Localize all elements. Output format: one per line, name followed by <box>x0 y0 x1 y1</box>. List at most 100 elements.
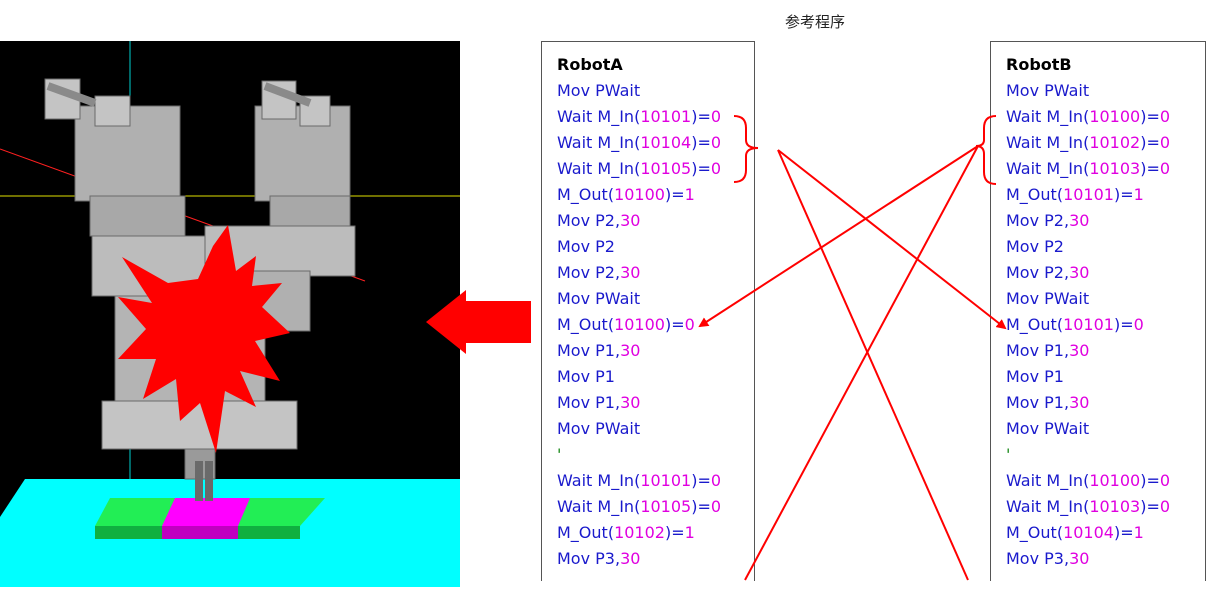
code-token: Mov P2 <box>557 237 615 256</box>
robot-b-code-line: Mov PWait <box>1006 286 1170 312</box>
code-token: )= <box>691 107 711 126</box>
robot-b-code-line: Mov P3,30 <box>1006 546 1170 572</box>
code-number: 10104 <box>640 133 692 152</box>
robot-a-code-line: Wait M_In(10105)=0 <box>557 156 721 182</box>
collision-burst-icon <box>118 225 290 453</box>
robot-a-code-line: Mov PWait <box>557 286 721 312</box>
code-token: )= <box>1113 315 1134 334</box>
code-token: Wait M_In( <box>557 107 641 126</box>
code-token: Mov P1 <box>557 367 615 386</box>
code-number: 1 <box>1133 523 1144 542</box>
code-number: 10100 <box>1089 107 1141 126</box>
robot-a-code-line: Wait M_In(10101)=0 <box>557 104 721 130</box>
work-piece <box>162 498 250 526</box>
code-token: Mov P2, <box>557 211 621 230</box>
code-token: Wait M_In( <box>557 133 641 152</box>
code-number: 1 <box>684 185 695 204</box>
robot-a-code-line: M_Out(10102)=1 <box>557 520 721 546</box>
code-number: 10103 <box>1089 159 1141 178</box>
code-token: Wait M_In( <box>557 471 641 490</box>
code-token: )= <box>1140 497 1160 516</box>
code-number: 30 <box>1069 211 1090 230</box>
code-token: )= <box>1113 185 1134 204</box>
code-token: Wait M_In( <box>557 159 641 178</box>
code-number: 30 <box>620 393 641 412</box>
code-token: Mov P1 <box>1006 367 1064 386</box>
robot-a-code-line: Mov P3,30 <box>557 546 721 572</box>
code-token: Wait M_In( <box>557 497 641 516</box>
code-token: Wait M_In( <box>1006 497 1090 516</box>
code-number: 0 <box>684 315 695 334</box>
page-title: 参考程序 <box>784 13 845 31</box>
code-number: 0 <box>1159 107 1171 126</box>
robot-a-code-line: Mov P1,30 <box>557 390 721 416</box>
robot-a-code-line: Mov P1 <box>557 364 721 390</box>
code-token: Wait M_In( <box>1006 471 1090 490</box>
code-token: )= <box>691 497 711 516</box>
robot-b-code-line: Mov P2,30 <box>1006 260 1170 286</box>
code-token: )= <box>664 185 685 204</box>
code-token: M_Out( <box>1006 185 1064 204</box>
robot-b-code-line: M_Out(10104)=1 <box>1006 520 1170 546</box>
robot-b-code-line: Wait M_In(10102)=0 <box>1006 130 1170 156</box>
code-token: )= <box>691 133 711 152</box>
code-token: Wait M_In( <box>1006 107 1090 126</box>
code-token: Mov PWait <box>1006 81 1090 100</box>
robot-scene <box>0 41 460 587</box>
code-number: 10102 <box>614 523 665 542</box>
code-token: M_Out( <box>557 523 615 542</box>
line-b-to-a-later <box>744 145 979 581</box>
code-token: M_Out( <box>557 315 615 334</box>
code-token: )= <box>1140 471 1160 490</box>
robot-b-code-line: Mov PWait <box>1006 78 1170 104</box>
arrow-a-to-b-reset <box>777 149 1007 330</box>
code-token: Mov P1, <box>557 393 621 412</box>
code-token: Wait M_In( <box>1006 159 1090 178</box>
robot-b-code-line: Mov P2,30 <box>1006 208 1170 234</box>
code-number: 10100 <box>614 315 665 334</box>
code-number: 10103 <box>1089 497 1141 516</box>
robot-a-code-line: Wait M_In(10101)=0 <box>557 468 721 494</box>
code-number: 0 <box>1159 497 1171 516</box>
robot-a-code-line: Wait M_In(10104)=0 <box>557 130 721 156</box>
code-token: Wait M_In( <box>1006 133 1090 152</box>
arrow-left-icon <box>426 290 531 354</box>
code-token: Mov P1, <box>1006 393 1070 412</box>
code-token: Mov PWait <box>557 289 641 308</box>
robot-b-code-line: M_Out(10101)=0 <box>1006 312 1170 338</box>
robot-b-code-line: Mov P1,30 <box>1006 338 1170 364</box>
robot-a-code-line: Mov PWait <box>557 416 721 442</box>
code-number: 0 <box>710 107 722 126</box>
code-number: 0 <box>1159 133 1171 152</box>
code-token: Mov P2, <box>1006 211 1070 230</box>
robot-a-code-line: Wait M_In(10105)=0 <box>557 494 721 520</box>
code-token: Mov P2, <box>557 263 621 282</box>
code-number: 0 <box>710 497 722 516</box>
code-number: 10101 <box>640 471 692 490</box>
code-number: 10104 <box>1063 523 1114 542</box>
code-number: 30 <box>620 211 641 230</box>
code-token: )= <box>691 471 711 490</box>
robot-b-code-line: Mov P1 <box>1006 364 1170 390</box>
code-number: 10102 <box>1089 133 1141 152</box>
code-token: M_Out( <box>1006 523 1064 542</box>
code-token: )= <box>1140 159 1160 178</box>
code-number: 30 <box>1069 549 1090 568</box>
robot-b-code-line: Wait M_In(10100)=0 <box>1006 468 1170 494</box>
code-token: M_Out( <box>1006 315 1064 334</box>
robot-b-program-name: RobotB <box>1006 55 1072 74</box>
robot-a-code-line: Mov P2 <box>557 234 721 260</box>
code-number: 30 <box>620 341 641 360</box>
robot-b-code-line: ' <box>1006 442 1170 468</box>
code-number: 10101 <box>1063 315 1114 334</box>
robot-a-code-line: Mov P2,30 <box>557 260 721 286</box>
code-number: 10101 <box>1063 185 1114 204</box>
code-token: Mov P3, <box>1006 549 1070 568</box>
code-number: 0 <box>710 159 722 178</box>
code-number: 0 <box>1133 315 1144 334</box>
code-number: 30 <box>1069 393 1090 412</box>
code-number: 0 <box>710 471 722 490</box>
code-token: ' <box>557 445 562 464</box>
robot-a-code-line: M_Out(10100)=0 <box>557 312 721 338</box>
